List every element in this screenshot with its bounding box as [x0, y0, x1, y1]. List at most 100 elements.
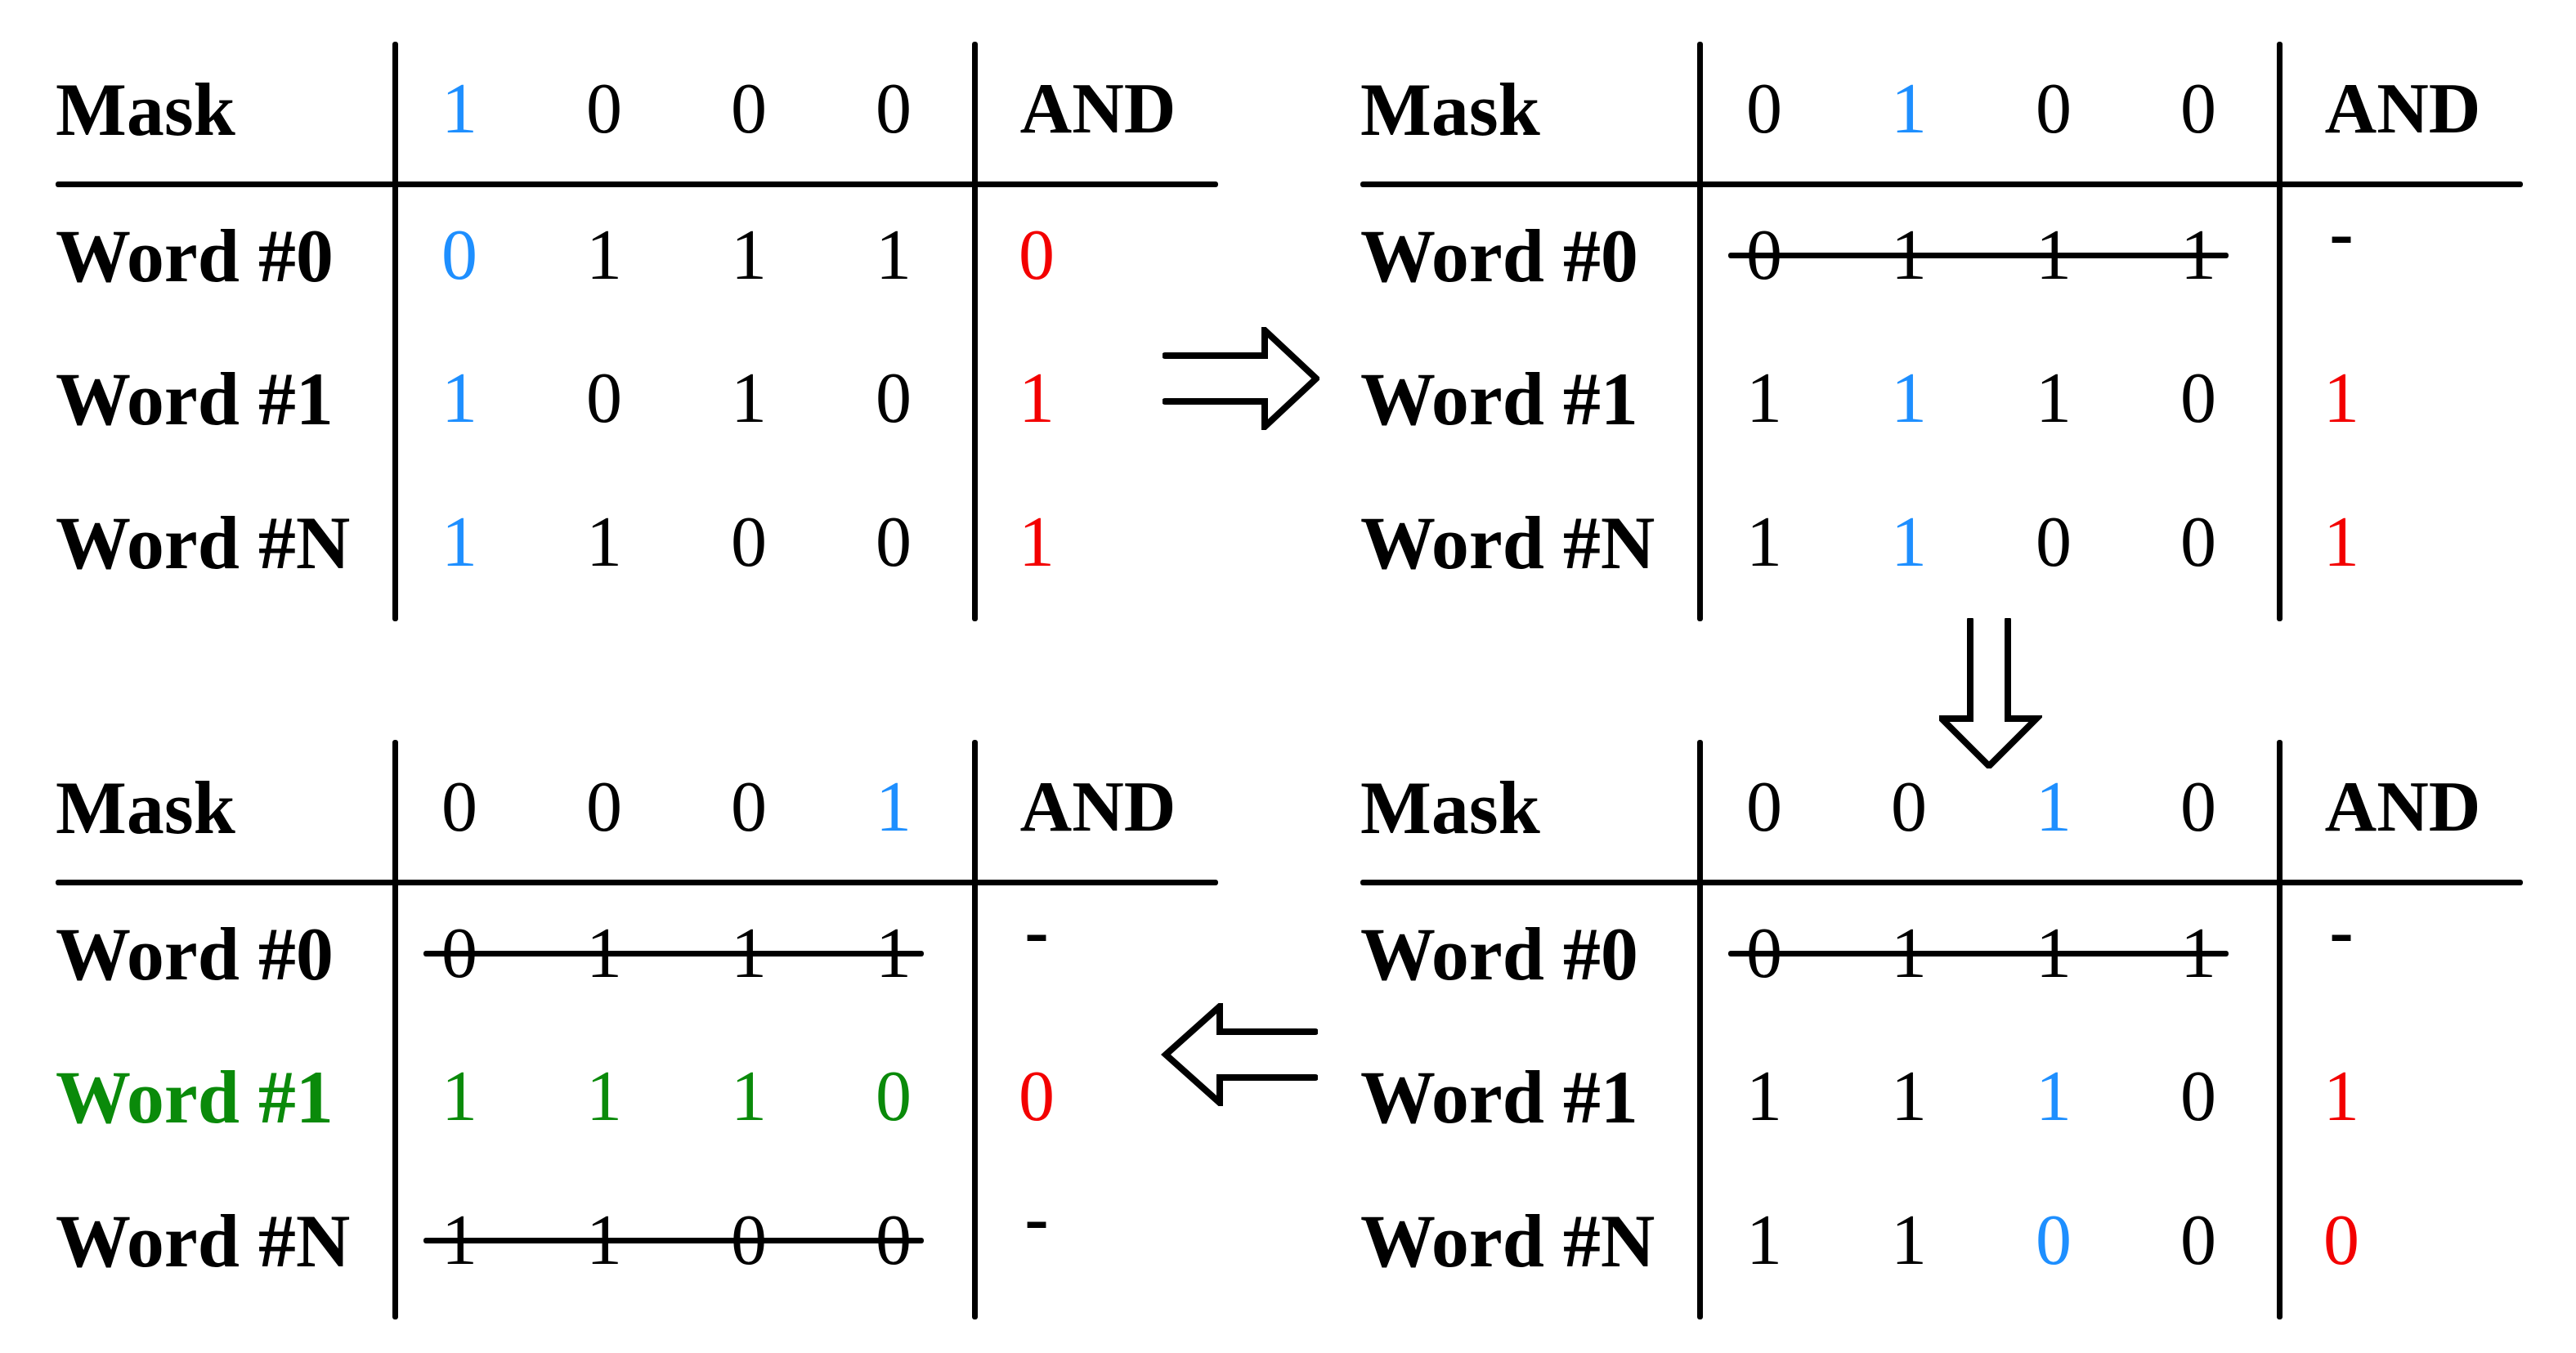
- and-operator-label: AND: [2324, 69, 2481, 149]
- word-label: Word #0: [1360, 912, 1638, 996]
- word-bit: 1: [1746, 1057, 1782, 1136]
- word-bit: 1: [1891, 359, 1927, 438]
- word-bit: 0: [586, 359, 622, 438]
- mask-bit: 0: [876, 69, 912, 149]
- mask-bit: 0: [2180, 69, 2216, 149]
- word-label: Word #1: [56, 357, 334, 441]
- mask-row-label: Mask: [1360, 766, 1540, 849]
- word-bit: 0: [2180, 1201, 2216, 1280]
- eliminated-word-strike-line: [423, 951, 924, 957]
- down-arrow-icon: [1939, 618, 2042, 768]
- and-result: 1: [1019, 503, 1055, 582]
- word-bit: 1: [876, 216, 912, 295]
- word-bit: 1: [731, 359, 767, 438]
- word-bit: 0: [2180, 359, 2216, 438]
- mask-bit: 0: [1746, 768, 1782, 847]
- vertical-rule-right: [2277, 42, 2283, 621]
- word-bit: 1: [1746, 359, 1782, 438]
- word-label: Word #0: [1360, 214, 1638, 298]
- word-label: Word #N: [1360, 1199, 1655, 1283]
- word-bit: 1: [1746, 1201, 1782, 1280]
- word-label: Word #1: [1360, 357, 1638, 441]
- matched-word-label: Word #1: [56, 1055, 334, 1139]
- and-operator-label: AND: [1019, 69, 1176, 149]
- mask-bit: 0: [731, 69, 767, 149]
- and-result: 1: [2323, 1057, 2359, 1136]
- no-match-dash: -: [1024, 892, 1049, 971]
- no-match-dash: -: [2329, 892, 2354, 971]
- eliminated-word-strike-line: [1728, 951, 2229, 957]
- word-bit: 0: [876, 1057, 912, 1136]
- word-label: Word #1: [1360, 1055, 1638, 1139]
- word-bit: 0: [731, 503, 767, 582]
- word-label: Word #N: [56, 501, 351, 585]
- word-bit: 1: [1891, 1201, 1927, 1280]
- word-bit: 0: [876, 503, 912, 582]
- mask-bit: 0: [2180, 768, 2216, 847]
- word-bit: 1: [586, 216, 622, 295]
- word-label: Word #N: [56, 1199, 351, 1283]
- mask-row-label: Mask: [1360, 68, 1540, 151]
- vertical-rule-left: [392, 740, 398, 1319]
- word-bit: 0: [2180, 1057, 2216, 1136]
- mask-bit: 0: [731, 768, 767, 847]
- and-result: 0: [1019, 216, 1055, 295]
- word-bit: 1: [586, 503, 622, 582]
- cam-table-step4: Mask 0 0 0 1 AND Word #0 0 1 1 1 - Word …: [0, 698, 1243, 1353]
- eliminated-word-strike-line: [423, 1238, 924, 1243]
- word-bit: 0: [2180, 503, 2216, 582]
- word-bit: 1: [731, 216, 767, 295]
- eliminated-word-strike-line: [1728, 253, 2229, 258]
- vertical-rule-right: [972, 42, 978, 621]
- header-rule: [56, 181, 1218, 187]
- word-bit: 0: [2036, 503, 2072, 582]
- word-bit: 1: [441, 359, 477, 438]
- word-bit: 1: [586, 1057, 622, 1136]
- and-result: 1: [1019, 359, 1055, 438]
- mask-bit: 1: [2036, 768, 2072, 847]
- mask-bit: 1: [441, 69, 477, 149]
- word-bit: 0: [876, 359, 912, 438]
- word-bit: 0: [2036, 1201, 2072, 1280]
- word-bit: 1: [441, 503, 477, 582]
- word-label: Word #0: [56, 214, 334, 298]
- vertical-rule-right: [972, 740, 978, 1319]
- mask-bit: 0: [441, 768, 477, 847]
- cam-table-step1: Mask 1 0 0 0 AND Word #0 0 1 1 1 0 Word …: [0, 0, 1243, 664]
- mask-bit: 1: [1891, 69, 1927, 149]
- vertical-rule-left: [1697, 42, 1703, 621]
- left-arrow-icon: [1161, 1003, 1318, 1106]
- vertical-rule-left: [392, 42, 398, 621]
- and-result: 1: [2323, 359, 2359, 438]
- word-bit: 1: [441, 1057, 477, 1136]
- and-operator-label: AND: [2324, 768, 2481, 847]
- word-bit: 0: [441, 216, 477, 295]
- word-label: Word #N: [1360, 501, 1655, 585]
- and-result: 0: [2323, 1201, 2359, 1280]
- word-bit: 1: [2036, 359, 2072, 438]
- vertical-rule-left: [1697, 740, 1703, 1319]
- no-match-dash: -: [1024, 1179, 1049, 1258]
- and-result: 0: [1019, 1057, 1055, 1136]
- mask-row-label: Mask: [56, 766, 235, 849]
- mask-bit: 0: [1746, 69, 1782, 149]
- header-rule: [1360, 880, 2523, 885]
- vertical-rule-right: [2277, 740, 2283, 1319]
- mask-bit: 1: [876, 768, 912, 847]
- mask-row-label: Mask: [56, 68, 235, 151]
- and-operator-label: AND: [1019, 768, 1176, 847]
- cam-table-step3: Mask 0 0 1 0 AND Word #0 0 1 1 1 - Word …: [1305, 698, 2547, 1353]
- no-match-dash: -: [2329, 194, 2354, 273]
- mask-bit: 0: [1891, 768, 1927, 847]
- cam-table-step2: Mask 0 1 0 0 AND Word #0 0 1 1 1 - Word …: [1305, 0, 2547, 664]
- word-bit: 1: [2036, 1057, 2072, 1136]
- and-result: 1: [2323, 503, 2359, 582]
- word-bit: 1: [1891, 503, 1927, 582]
- word-bit: 1: [1891, 1057, 1927, 1136]
- mask-bit: 0: [586, 768, 622, 847]
- right-arrow-icon: [1163, 327, 1319, 430]
- header-rule: [1360, 181, 2523, 187]
- header-rule: [56, 880, 1218, 885]
- word-label: Word #0: [56, 912, 334, 996]
- word-bit: 1: [1746, 503, 1782, 582]
